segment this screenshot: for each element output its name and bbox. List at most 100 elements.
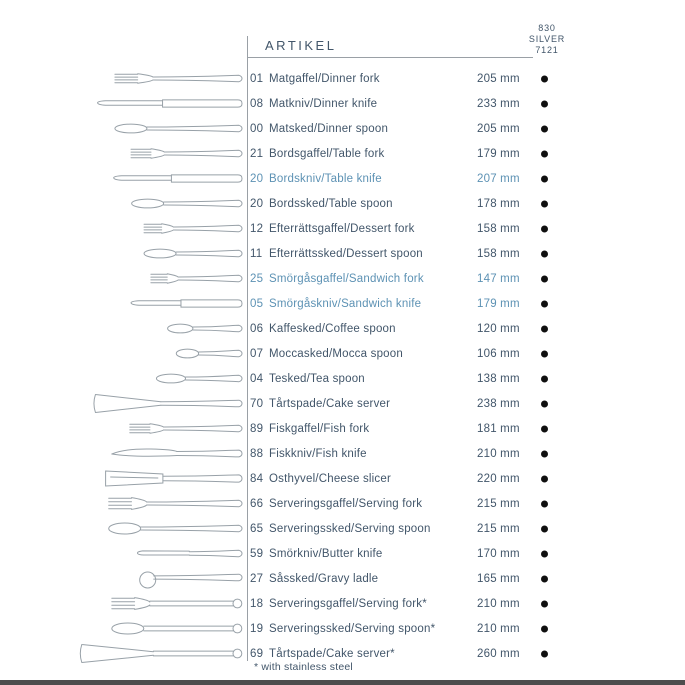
article-number: 12 [250,222,264,235]
column-divider [247,36,248,661]
article-length: 138 mm [477,372,520,385]
fish-knife-icon [111,448,243,458]
article-length: 165 mm [477,572,520,585]
article-name: Tårtspade/Cake server [269,397,391,410]
article-number: 89 [250,422,264,435]
cake-server-steel-icon [79,644,243,663]
silver-dot-icon [541,300,548,307]
page-bottom-edge [0,680,685,685]
article-number: 06 [250,322,264,335]
silver-column-header: 830 SILVER 7121 [520,23,574,56]
article-name: Matgaffel/Dinner fork [269,72,380,85]
silver-dot-icon [541,400,548,407]
article-length: 233 mm [477,97,520,110]
dessert-fork-icon [143,223,243,234]
page-title: ARTIKEL [265,38,337,53]
article-name: Efterrättsgaffel/Dessert fork [269,222,415,235]
article-number: 20 [250,197,264,210]
article-name: Matkniv/Dinner knife [269,97,378,110]
article-name: Osthyvel/Cheese slicer [269,472,391,485]
silver-dot-icon [541,150,548,157]
article-length: 158 mm [477,247,520,260]
article-name: Tesked/Tea spoon [269,372,365,385]
silver-dot-icon [541,375,548,382]
silver-dot-icon [541,200,548,207]
article-name: Bordssked/Table spoon [269,197,393,210]
table-row: 12 Efterrättsgaffel/Dessert fork 158 mm [250,216,610,241]
article-length: 215 mm [477,497,520,510]
article-name: Serveringssked/Serving spoon* [269,622,436,635]
article-length: 260 mm [477,647,520,660]
table-spoon-icon [131,198,243,209]
table-row: 89 Fiskgaffel/Fish fork 181 mm [250,416,610,441]
article-number: 07 [250,347,264,360]
article-name: Bordskniv/Table knife [269,172,382,185]
article-name: Fiskkniv/Fish knife [269,447,367,460]
article-length: 158 mm [477,222,520,235]
serving-fork-icon [108,497,243,510]
article-length: 178 mm [477,197,520,210]
sandwich-knife-icon [130,299,243,308]
cake-server-icon [93,394,243,413]
article-name: Smörkniv/Butter knife [269,547,383,560]
article-length: 106 mm [477,347,520,360]
footnote: * with stainless steel [254,661,353,673]
gravy-ladle-icon [139,571,243,589]
silver-dot-icon [541,75,548,82]
dinner-knife-icon [97,99,243,108]
silver-dot-icon [541,625,548,632]
article-number: 84 [250,472,264,485]
silver-dot-icon [541,500,548,507]
article-name: Bordsgaffel/Table fork [269,147,385,160]
article-length: 210 mm [477,622,520,635]
article-length: 207 mm [477,172,520,185]
article-name: Fiskgaffel/Fish fork [269,422,370,435]
article-number: 21 [250,147,264,160]
silver-dot-icon [541,425,548,432]
article-number: 65 [250,522,264,535]
article-number: 27 [250,572,264,585]
header-underline [248,57,533,58]
article-number: 18 [250,597,264,610]
silver-dot-icon [541,250,548,257]
cutlery-drawings [79,73,243,663]
silver-dot-icon [541,525,548,532]
butter-knife-icon [136,549,243,558]
article-number: 70 [250,397,264,410]
article-length: 215 mm [477,522,520,535]
article-name: Serveringssked/Serving spoon [269,522,431,535]
mocca-spoon-icon [175,348,243,359]
article-length: 205 mm [477,122,520,135]
dinner-fork-icon [114,73,243,84]
article-name: Smörgåskniv/Sandwich knife [269,297,422,310]
silver-dot-icon [541,650,548,657]
article-length: 170 mm [477,547,520,560]
silver-dot-icon [541,475,548,482]
silver-dot-icon [541,350,548,357]
article-name: Smörgåsgaffel/Sandwich fork [269,272,424,285]
col-header-line: 830 [538,23,556,33]
table-row: 65 Serveringssked/Serving spoon 215 mm [250,516,610,541]
article-number: 66 [250,497,264,510]
article-length: 181 mm [477,422,520,435]
coffee-spoon-icon [167,323,243,334]
article-number: 01 [250,72,264,85]
serving-spoon-icon [108,522,243,535]
silver-dot-icon [541,225,548,232]
col-header-line: SILVER [528,34,566,44]
